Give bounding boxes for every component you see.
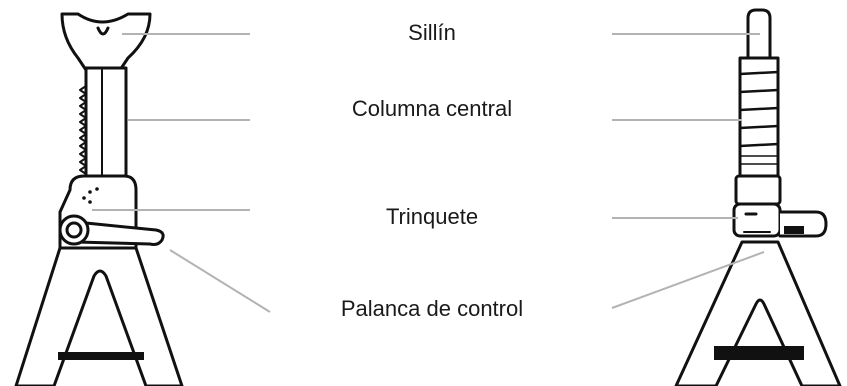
column-band xyxy=(738,142,780,148)
jack-stand-front-view xyxy=(14,12,184,386)
crossbar-front xyxy=(58,352,144,360)
housing-dot xyxy=(88,200,92,204)
center-column-side xyxy=(738,56,780,180)
column-band xyxy=(738,106,780,112)
ratchet-teeth xyxy=(79,85,87,175)
legs-front xyxy=(14,246,184,386)
jack-stand-side-view xyxy=(674,8,842,386)
column-band xyxy=(738,70,780,76)
crossbar-side xyxy=(714,346,804,360)
leader-lines xyxy=(92,33,765,313)
housing-dot xyxy=(82,196,86,200)
lever-grip-side xyxy=(784,226,804,234)
housing-dot xyxy=(88,190,92,194)
column-band xyxy=(738,88,780,94)
label-ratchet: Trinquete xyxy=(385,204,479,229)
label-saddle: Sillín xyxy=(408,20,456,45)
control-lever-front xyxy=(74,220,165,246)
saddle-front xyxy=(60,12,152,72)
ratchet-pivot-inner xyxy=(65,221,83,239)
ratchet-housing-side xyxy=(734,174,782,206)
housing-dot xyxy=(95,187,99,191)
leader-lever-right xyxy=(611,251,765,309)
label-control-lever: Palanca de control xyxy=(340,296,524,321)
label-center-column: Columna central xyxy=(351,96,513,121)
leader-lever-left xyxy=(169,249,271,313)
legs-side xyxy=(674,240,842,386)
center-column-front xyxy=(84,66,128,188)
column-band xyxy=(738,124,780,130)
saddle-notch xyxy=(96,26,110,36)
